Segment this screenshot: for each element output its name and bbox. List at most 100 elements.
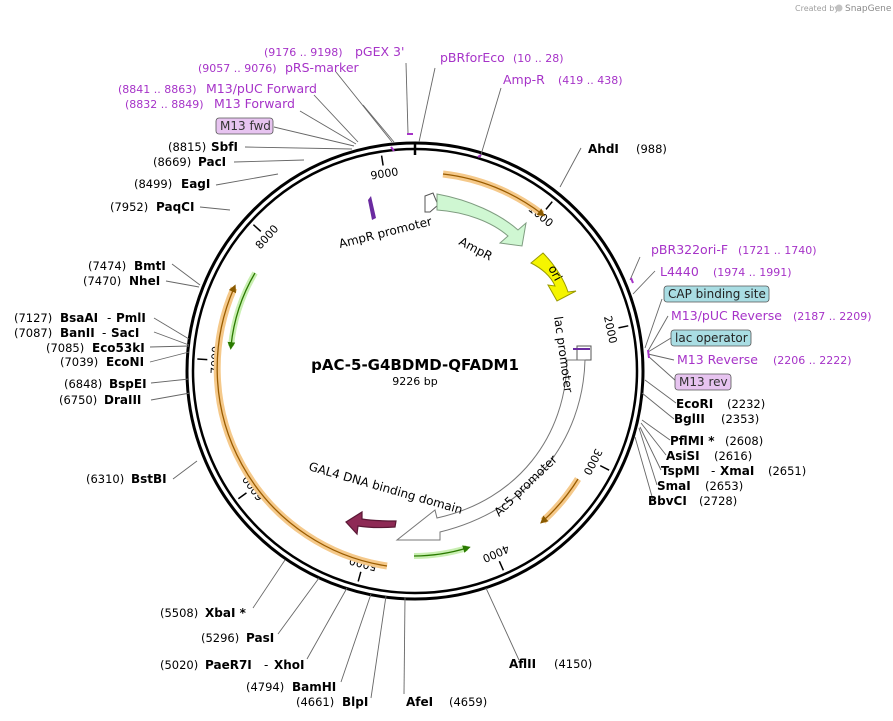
tick-mark-7000: [197, 358, 208, 361]
site-bmti: BmtI: [134, 259, 166, 273]
tick-mark-4000: [498, 560, 505, 571]
site-banii-pos: (7087): [14, 326, 52, 340]
leader-lines: [149, 62, 677, 699]
site-eco53ki-pos: (7085): [46, 341, 84, 355]
site-eagi-pos: (8499): [134, 177, 172, 191]
label-ampr-promoter: AmpR promoter: [337, 214, 433, 251]
site-bamhi: BamHI: [292, 680, 336, 694]
tick-label-2000: 2000: [601, 315, 620, 345]
site-afei-pos: (4659): [449, 695, 487, 709]
site-draiii-pos: (6750): [59, 393, 97, 407]
lac-operator-box: [670, 329, 752, 347]
site-blpi-pos: (4661): [296, 695, 334, 709]
site-saci: SacI: [111, 326, 139, 340]
svg-text:-: -: [264, 658, 268, 672]
primer-pbrforeco-name: pBRforEco: [440, 50, 505, 65]
site-asisi: AsiSI: [666, 449, 700, 463]
site-bamhi-pos: (4794): [246, 680, 284, 694]
label-ori: ori: [545, 263, 565, 283]
snapgene-logo-icon: [835, 4, 843, 12]
site-sbfi-pos: (8815): [168, 140, 206, 154]
site-bglii: BglII: [674, 412, 705, 426]
brand-text: SnapGene: [845, 4, 892, 14]
site-smai: SmaI: [657, 479, 691, 493]
site-paci: PacI: [198, 155, 226, 169]
plasmid-name: pAC-5-G4BDMD-QFADM1: [311, 356, 519, 374]
tick-mark-3000: [599, 464, 610, 471]
site-ecoi-pos: (7039): [60, 355, 98, 369]
tick-label-9000: 9000: [370, 165, 400, 182]
ampr-promoter-arrow: [424, 192, 439, 213]
gal4-dbd-arrow: [345, 510, 397, 536]
site-pflmi: PflMI *: [670, 434, 715, 448]
site-nhei-pos: (7470): [83, 274, 121, 288]
sites-left: (8815) SbfI (8669) PacI (8499) EagI (795…: [14, 140, 368, 709]
site-bstbi-pos: (6310): [86, 472, 124, 486]
site-tspmi-pos: (2651): [768, 464, 806, 478]
site-paqci-pos: (7952): [110, 200, 148, 214]
tick-mark-2000: [618, 325, 629, 329]
site-bstbi: BstBI: [131, 472, 167, 486]
sites-right: AhdI (988) EcoRI (2232) BglII (2353) Pfl…: [406, 142, 806, 709]
site-sbfi: SbfI: [211, 140, 238, 154]
site-tspmi: TspMI: [661, 464, 700, 478]
primer-pbr322ori-range: (1721 .. 1740): [738, 244, 817, 257]
label-ampr: AmpR: [457, 234, 495, 263]
site-ahdi: AhdI: [588, 142, 619, 156]
primer-marks: [390, 133, 650, 359]
svg-text:-: -: [102, 326, 106, 340]
site-smai-pos: (2653): [705, 479, 743, 493]
svg-text:-: -: [711, 464, 715, 478]
tick-mark-6000: [237, 492, 247, 500]
primer-prs-range: (9057 .. 9076): [198, 62, 277, 75]
lac-operator-label: lac operator: [675, 331, 748, 345]
site-aflii-pos: (4150): [554, 657, 592, 671]
primer-l4440-name: L4440: [660, 264, 699, 279]
primer-pgex3-range: (9176 .. 9198): [264, 46, 343, 59]
primer-l4440-range: (1974 .. 1991): [713, 266, 792, 279]
site-paci-pos: (8669): [153, 155, 191, 169]
primer-m13-reverse-range: (2206 .. 2222): [773, 354, 852, 367]
site-ecori: EcoRI: [676, 397, 713, 411]
tick-label-3000: 3000: [581, 446, 605, 477]
m13-rev-label: M13 rev: [679, 375, 728, 389]
site-ahdi-pos: (988): [636, 142, 667, 156]
cap-binding-box: [663, 285, 770, 303]
site-pflmi-pos: (2608): [725, 434, 763, 448]
m13-fwd-label: M13 fwd: [220, 119, 271, 133]
site-paer7i-pos: (5020): [160, 658, 198, 672]
tick-mark-9000: [380, 155, 384, 166]
m13-fwd-box: [215, 117, 274, 135]
site-bbvci: BbvCI: [648, 494, 687, 508]
site-xhoi: XhoI: [274, 658, 305, 672]
site-pasi-pos: (5296): [201, 631, 239, 645]
site-pasi: PasI: [246, 631, 274, 645]
label-gal4-dbd: GAL4 DNA binding domain: [307, 459, 464, 516]
site-pmli: PmlI: [116, 311, 146, 325]
watermark-text: Created by: [795, 4, 839, 13]
ac5-promoter-arrow: [395, 359, 586, 541]
primer-m13puc-fwd-name: M13/pUC Forward: [206, 81, 317, 96]
site-bspei: BspEI: [109, 377, 147, 391]
primer-ampr-range: (419 .. 438): [558, 74, 623, 87]
site-aflii: AflII: [509, 657, 536, 671]
site-bsaai: BsaAI: [60, 311, 98, 325]
primer-m13puc-rev-range: (2187 .. 2209): [793, 310, 872, 323]
orf-green-left: [228, 271, 258, 347]
svg-text:-: -: [107, 311, 111, 325]
site-xbai: XbaI *: [205, 606, 247, 620]
label-lac-promoter: lac promoter: [551, 315, 576, 393]
orf-green-bottom: [413, 545, 468, 559]
primer-m13-forward-range: (8832 .. 8849): [125, 98, 204, 111]
site-afei: AfeI: [406, 695, 433, 709]
ampr-arrow: [436, 193, 527, 247]
primer-pbr322ori-name: pBR322ori-F: [651, 242, 728, 257]
tick-mark-8000: [252, 224, 262, 232]
ori-arrow: [530, 252, 577, 302]
primer-arrow-ampr-promoter: [368, 196, 376, 220]
plasmid-size: 9226 bp: [392, 375, 437, 388]
orf-right-arc: [540, 477, 581, 524]
site-bspei-pos: (6848): [64, 377, 102, 391]
site-xmai: XmaI: [720, 464, 754, 478]
